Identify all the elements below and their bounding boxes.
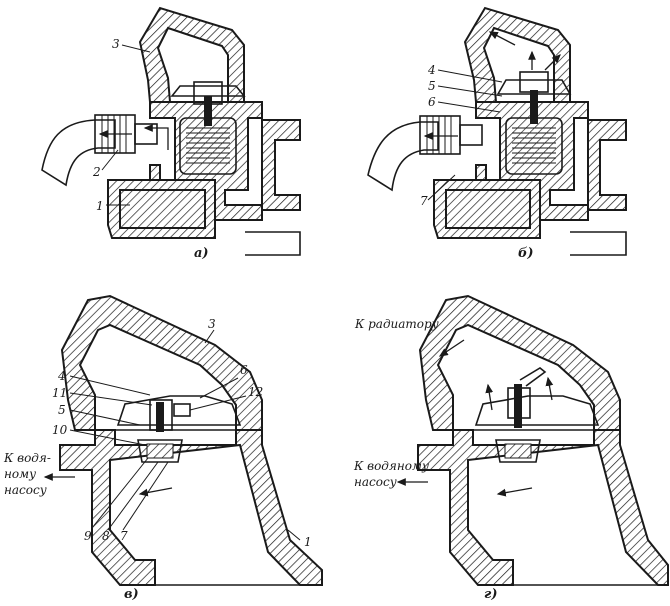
flow-arrow-b3: [544, 54, 561, 71]
panel-b: 4 5 6 7 б): [367, 6, 627, 261]
label-1-a: 1: [96, 199, 104, 213]
panel-g: К радиатору К водяному насосу г): [353, 294, 669, 602]
label-12-v: 12: [248, 385, 263, 399]
thermostat-g: [474, 367, 600, 463]
block-1-a: [107, 179, 216, 239]
label-5-b: 5: [428, 79, 436, 93]
pump-note-g-1: К водяному: [353, 459, 429, 473]
flow-arrow-g5: [496, 487, 533, 497]
label-9-v: 9: [84, 529, 92, 543]
block-b: [433, 179, 541, 239]
label-2-a: 2: [92, 165, 101, 179]
label-6-v: 6: [240, 363, 248, 377]
label-7-v: 7: [120, 529, 128, 543]
flow-arrow-g2: [485, 383, 494, 411]
body-g: [417, 429, 669, 586]
thermostat-a: [170, 81, 246, 175]
body-v: [59, 429, 323, 586]
flow-arrow-g1: [438, 339, 465, 357]
flow-arrow-v2: [138, 487, 173, 497]
outlet-pipe-a: [138, 6, 245, 103]
hose-b: [367, 121, 439, 192]
caption-g: г): [484, 587, 497, 602]
label-4-v: 4: [57, 369, 66, 383]
label-10-v: 10: [52, 423, 68, 437]
fitting-b: [419, 115, 483, 155]
label-7-b: 7: [420, 194, 428, 208]
label-6-b: 6: [428, 95, 436, 109]
label-3-v: 3: [208, 317, 216, 331]
label-3-a: 3: [112, 37, 120, 51]
caption-b: б): [518, 246, 534, 261]
flange-right-b: [587, 119, 627, 211]
thermostat-v: [116, 395, 242, 463]
pump-note-g-2: насосу: [354, 475, 397, 489]
radiator-note-g: К радиатору: [354, 317, 439, 331]
outlet-pipe-b: [463, 6, 571, 103]
panel-a: 3 2 1 а): [41, 6, 301, 261]
caption-a: а): [194, 246, 209, 261]
flange-right-a: [261, 119, 301, 211]
label-5-v: 5: [58, 403, 66, 417]
block-right-b: [570, 231, 627, 256]
pump-note-v-1: К водя-: [3, 451, 51, 465]
flow-arrow-b1: [488, 31, 516, 46]
pump-note-v-3: насосу: [4, 483, 47, 497]
label-4-b: 4: [427, 63, 436, 77]
caption-v: в): [124, 587, 139, 602]
block-right-a: [245, 231, 301, 256]
label-8-v: 8: [102, 529, 110, 543]
panel-v: 3 4 11 5 10 6 12 9 8 7 1 К водя- ному на…: [3, 294, 323, 602]
hose-a: [41, 119, 116, 187]
pump-note-v-2: ному: [4, 467, 36, 481]
flow-arrow-g3: [545, 376, 554, 401]
label-11-v: 11: [52, 386, 67, 400]
thermostat-b: [496, 71, 572, 175]
label-1-v: 1: [304, 535, 312, 549]
flow-arrow-a2: [143, 124, 169, 150]
